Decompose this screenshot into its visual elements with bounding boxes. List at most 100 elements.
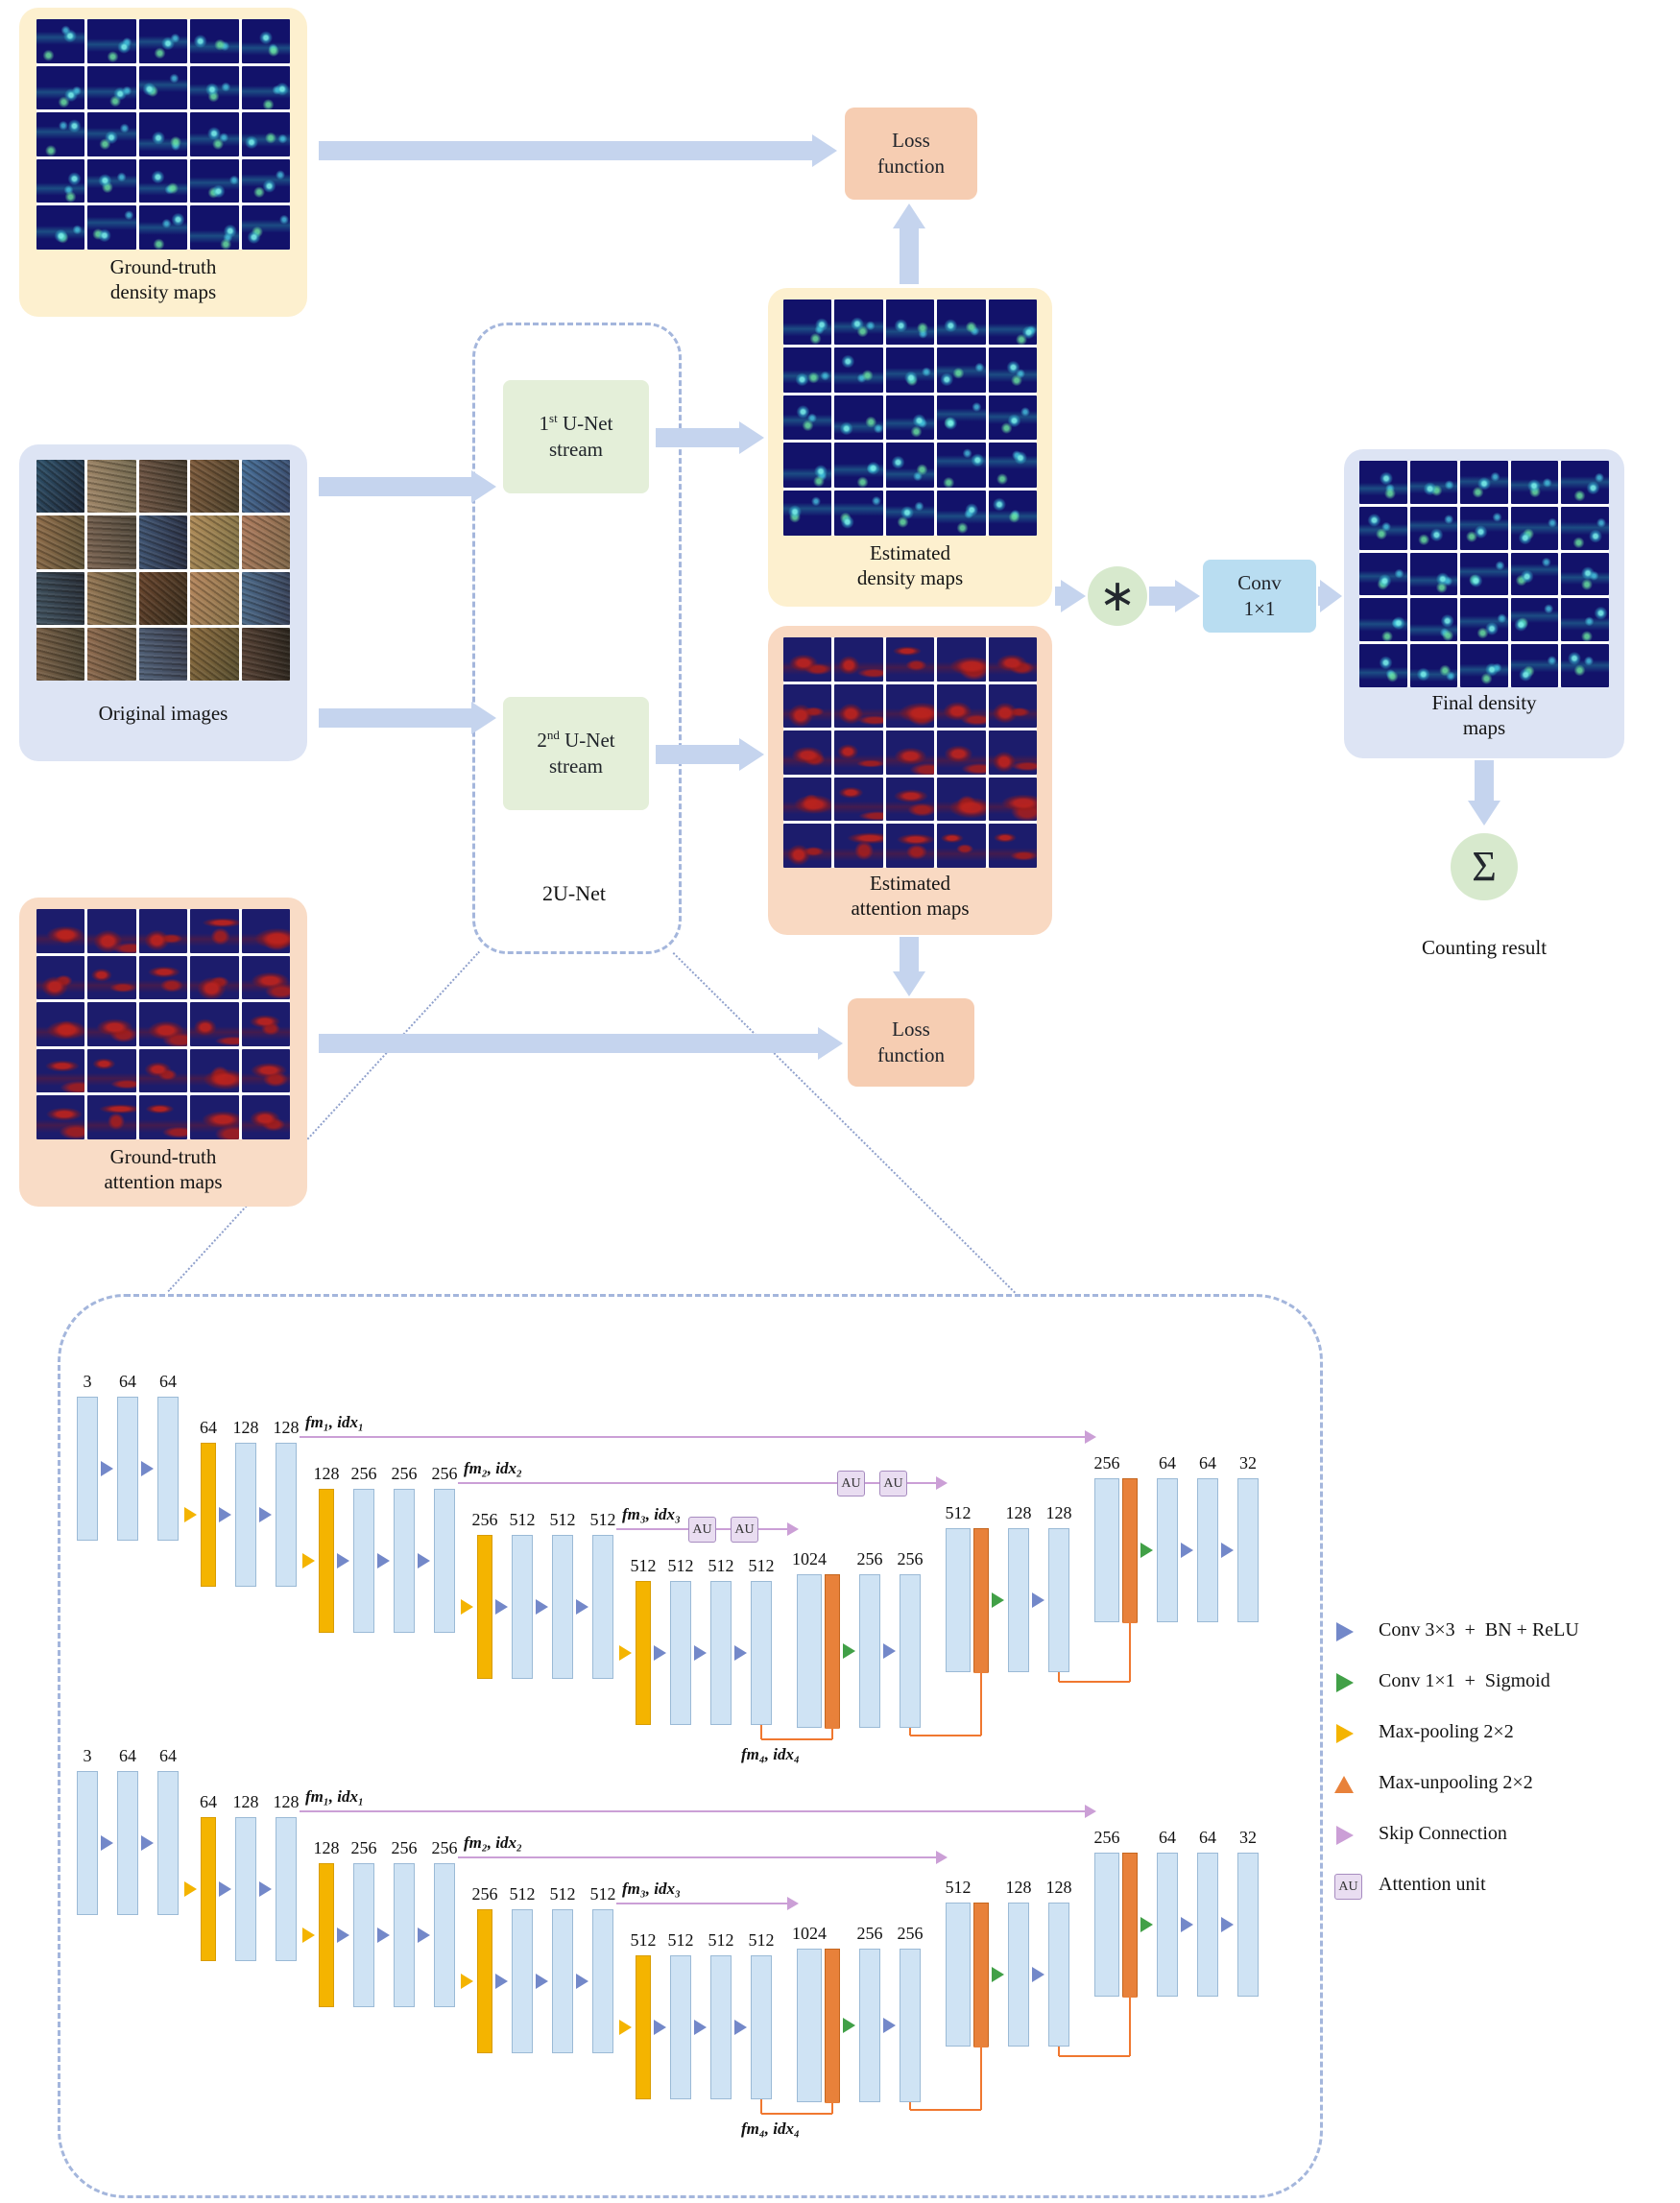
- channel-label: 64: [1159, 1453, 1176, 1473]
- conv-feature-block: [1237, 1853, 1259, 1997]
- conv-3x3-icon: [101, 1461, 113, 1476]
- channel-label: 32: [1239, 1828, 1257, 1847]
- flow-arrow-head-icon: [1061, 580, 1086, 612]
- skip-arrow-icon: [1085, 1430, 1096, 1444]
- flow-arrow: [319, 141, 812, 160]
- map-tile: [138, 158, 188, 204]
- map-tile: [138, 112, 188, 156]
- max-pool-icon: [461, 1599, 473, 1615]
- map-tile: [834, 824, 883, 868]
- channel-label: 128: [313, 1838, 340, 1857]
- decoder-feature-block: [797, 1949, 822, 2102]
- map-tile: [1510, 644, 1559, 687]
- max-pool-icon: [461, 1974, 473, 1989]
- channel-label: 64: [1199, 1828, 1216, 1847]
- map-tile: [1359, 506, 1407, 550]
- map-tile: [87, 19, 136, 63]
- channel-label: 512: [549, 1884, 576, 1904]
- max-pool-icon: [302, 1928, 315, 1943]
- estimated-attention-maps: Estimated attention maps: [768, 626, 1052, 935]
- map-tile: [36, 112, 85, 156]
- map-tile: [834, 299, 883, 345]
- map-tile: [1561, 598, 1609, 642]
- map-tile: [241, 158, 290, 204]
- map-tile: [138, 1095, 188, 1139]
- loss-function-bottom: Loss function: [848, 998, 974, 1087]
- map-tile: [36, 571, 85, 625]
- map-tile: [783, 637, 832, 682]
- channel-label: 512: [509, 1884, 536, 1904]
- channel-label: 3: [83, 1372, 92, 1391]
- conv-feature-block: [117, 1771, 138, 1915]
- channel-label: 32: [1239, 1453, 1257, 1473]
- map-tile: [783, 683, 832, 729]
- map-tile: [241, 1095, 290, 1139]
- channel-label: 64: [159, 1372, 177, 1391]
- ground-truth-attention-maps-grid: [36, 909, 290, 1139]
- conv-3x3-icon: [536, 1599, 548, 1615]
- unpool-link-line: [980, 1664, 982, 1736]
- unpool-link-line: [910, 2109, 981, 2111]
- map-tile: [241, 19, 290, 63]
- two-unet-label: 2U-Net: [542, 881, 606, 905]
- skip-arrow-icon: [936, 1476, 948, 1490]
- map-tile: [1510, 598, 1559, 642]
- map-tile: [1460, 506, 1508, 550]
- channel-label: 512: [509, 1510, 536, 1529]
- conv-3x3-icon: [734, 2020, 747, 2035]
- conv-1x1-sigmoid-icon: [992, 1592, 1004, 1608]
- channel-label: 512: [589, 1884, 616, 1904]
- fm-idx-label: fm₂, idx₂: [464, 1459, 522, 1477]
- flow-arrow: [1149, 587, 1175, 606]
- map-tile: [138, 460, 188, 514]
- map-tile: [988, 347, 1037, 393]
- flow-arrow-head-icon: [739, 738, 764, 771]
- channel-label: 64: [119, 1372, 136, 1391]
- conv-3x3-icon: [141, 1461, 154, 1476]
- map-tile: [87, 112, 136, 156]
- map-tile: [885, 299, 935, 345]
- skip-connection-line: [458, 1856, 936, 1858]
- map-tile: [241, 571, 290, 625]
- final-density-maps: Final density maps: [1344, 449, 1624, 758]
- channel-label: 512: [945, 1503, 972, 1522]
- unpool-link-line: [1059, 2055, 1130, 2057]
- map-tile: [241, 1002, 290, 1046]
- pooled-feature-block: [636, 1581, 651, 1725]
- channel-label: 512: [748, 1930, 775, 1950]
- channel-label: 128: [1045, 1878, 1072, 1897]
- pooled-feature-block: [201, 1817, 216, 1961]
- channel-label: 1024: [792, 1924, 827, 1943]
- map-tile: [937, 824, 986, 868]
- map-tile: [783, 299, 832, 345]
- map-tile: [190, 1095, 239, 1139]
- legend-label: Max-unpooling 2×2: [1379, 1772, 1533, 1793]
- channel-label: 256: [1093, 1453, 1120, 1473]
- map-tile: [190, 65, 239, 110]
- map-tile: [988, 491, 1037, 536]
- pooled-feature-block: [477, 1535, 492, 1679]
- conv-feature-block: [1157, 1478, 1178, 1622]
- decoder-feature-block: [946, 1903, 971, 2047]
- skip-arrow-icon: [1085, 1805, 1096, 1818]
- conv-1x1-box: Conv 1×1: [1203, 560, 1316, 633]
- map-tile: [1460, 598, 1508, 642]
- fm-idx-label: fm₄, idx₄: [741, 1745, 800, 1763]
- pooled-feature-block: [477, 1909, 492, 2053]
- conv-feature-block: [434, 1489, 455, 1633]
- map-tile: [783, 730, 832, 775]
- map-tile: [937, 777, 986, 822]
- decoder-feature-block: [1094, 1478, 1119, 1622]
- flow-arrow-head-icon: [1320, 580, 1342, 612]
- fm-idx-label: fm₂, idx₂: [464, 1833, 522, 1852]
- map-tile: [190, 571, 239, 625]
- skip-connection-line: [458, 1482, 936, 1484]
- map-tile: [87, 909, 136, 953]
- conv-3x3-icon: [259, 1507, 272, 1522]
- conv-feature-block: [710, 1581, 732, 1725]
- max-unpool-icon: [825, 2090, 840, 2103]
- channel-label: 512: [667, 1556, 694, 1575]
- sum-node-symbol: Σ: [1472, 843, 1497, 890]
- ground-truth-density-maps-caption: Ground-truth density maps: [109, 255, 217, 303]
- skip-connection-line: [616, 1903, 787, 1904]
